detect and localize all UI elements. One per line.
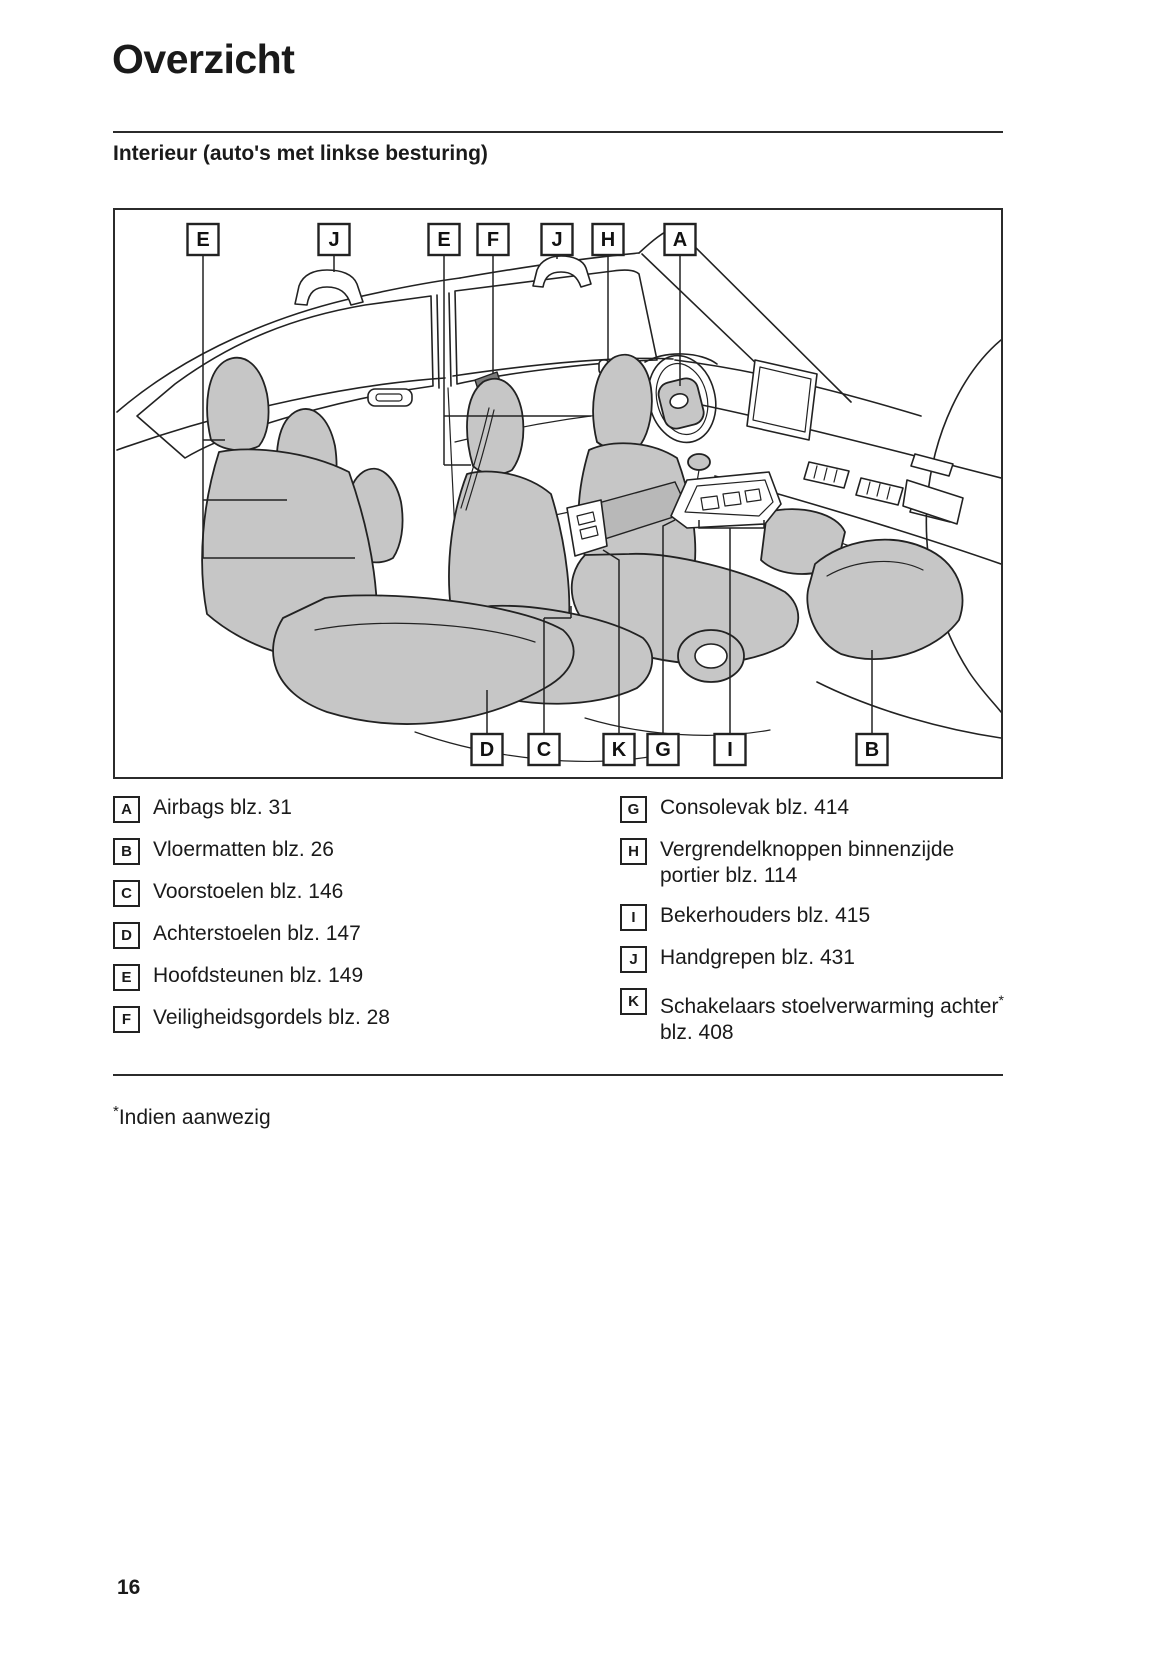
legend-item-i: I Bekerhouders blz. 415 bbox=[620, 903, 1005, 931]
interior-diagram: E J E F J H A D C K bbox=[113, 208, 1003, 779]
divider-bottom bbox=[113, 1074, 1003, 1076]
legend-item-g: G Consolevak blz. 414 bbox=[620, 795, 1005, 823]
callout-letter: F bbox=[487, 229, 499, 251]
legend-item-d: D Achterstoelen blz. 147 bbox=[113, 921, 583, 949]
legend-key-h: H bbox=[620, 838, 647, 865]
grab-handles bbox=[294, 255, 592, 306]
legend-label-e: Hoofdsteunen blz. 149 bbox=[153, 964, 364, 987]
page-title: Overzicht bbox=[112, 36, 295, 82]
air-vent bbox=[855, 477, 904, 506]
legend-item-j: J Handgrepen blz. 431 bbox=[620, 945, 1005, 973]
rear-seat-cushion bbox=[272, 594, 575, 725]
footnote-text: Indien aanwezig bbox=[118, 1106, 271, 1129]
car-interior-illustration: E J E F J H A D C K bbox=[116, 222, 1001, 767]
legend-key-f: F bbox=[113, 1006, 140, 1033]
legend-item-k: K Schakelaars stoelverwarming achter* bl… bbox=[620, 987, 1005, 1046]
callout-letter: G bbox=[655, 739, 671, 761]
callout-letter: H bbox=[601, 229, 615, 251]
bottom-callouts: D C K G I B bbox=[470, 732, 889, 767]
callout-letter: E bbox=[196, 229, 209, 251]
leader-lines bbox=[202, 255, 873, 734]
cup-holders bbox=[700, 488, 762, 511]
seat-belt-strap bbox=[460, 407, 495, 511]
legend-right-column: G Consolevak blz. 414 H Vergrendelknoppe… bbox=[620, 795, 1005, 1060]
door-pull bbox=[902, 479, 964, 525]
callout-letter: D bbox=[480, 739, 494, 761]
callout-letter: E bbox=[437, 229, 450, 251]
legend-label-h: Vergrendelknoppen binnenzijde portier bl… bbox=[660, 838, 955, 887]
front-door-outline bbox=[925, 339, 1001, 713]
callout-letter: J bbox=[551, 229, 562, 251]
legend-item-h: H Vergrendelknoppen binnenzijde portier … bbox=[620, 837, 1005, 889]
legend-label-k-text: Schakelaars stoelverwarming achter bbox=[660, 995, 999, 1018]
section-subtitle: Interieur (auto's met linkse besturing) bbox=[113, 142, 488, 165]
legend-key-b: B bbox=[113, 838, 140, 865]
legend-key-i: I bbox=[620, 904, 647, 931]
legend-item-e: E Hoofdsteunen blz. 149 bbox=[113, 963, 583, 991]
legend-key-e: E bbox=[113, 964, 140, 991]
callout-letter: J bbox=[328, 229, 339, 251]
rear-door-handle bbox=[367, 388, 413, 407]
legend-key-g: G bbox=[620, 796, 647, 823]
legend-item-c: C Voorstoelen blz. 146 bbox=[113, 879, 583, 907]
legend-label-j: Handgrepen blz. 431 bbox=[660, 946, 855, 969]
legend-label-k: Schakelaars stoelverwarming achter* blz.… bbox=[660, 987, 1004, 1046]
legend-item-b: B Vloermatten blz. 26 bbox=[113, 837, 583, 865]
legend-left-column: A Airbags blz. 31 B Vloermatten blz. 26 … bbox=[113, 795, 583, 1047]
legend-label-k-asterisk: * bbox=[998, 992, 1004, 1008]
legend-key-k: K bbox=[620, 988, 647, 1015]
front-grab-handle bbox=[532, 255, 592, 288]
legend-item-f: F Veiligheidsgordels blz. 28 bbox=[113, 1005, 583, 1033]
legend-label-k-line2: blz. 408 bbox=[660, 1021, 734, 1044]
footnote-asterisk: * bbox=[113, 1103, 119, 1120]
legend-label-c: Voorstoelen blz. 146 bbox=[153, 880, 344, 903]
page-number: 16 bbox=[117, 1576, 141, 1599]
floor-mat bbox=[806, 538, 964, 660]
legend-label-i: Bekerhouders blz. 415 bbox=[660, 904, 871, 927]
display-screen bbox=[746, 359, 818, 441]
divider-top bbox=[113, 131, 1003, 133]
legend-key-a: A bbox=[113, 796, 140, 823]
callout-letter: B bbox=[865, 739, 879, 761]
rear-grab-handle bbox=[294, 269, 364, 306]
legend-label-d: Achterstoelen blz. 147 bbox=[153, 922, 361, 945]
legend-key-j: J bbox=[620, 946, 647, 973]
legend-item-a: A Airbags blz. 31 bbox=[113, 795, 583, 823]
callout-letter: A bbox=[673, 229, 687, 251]
legend-label-f: Veiligheidsgordels blz. 28 bbox=[153, 1006, 390, 1029]
legend-label-a: Airbags blz. 31 bbox=[153, 796, 292, 819]
legend-label-b: Vloermatten blz. 26 bbox=[153, 838, 334, 861]
footnote: *Indien aanwezig bbox=[113, 1103, 271, 1130]
top-callouts: E J E F J H A bbox=[186, 222, 697, 257]
legend-key-d: D bbox=[113, 922, 140, 949]
callout-letter: C bbox=[537, 739, 551, 761]
gear-shifter bbox=[687, 453, 711, 471]
callout-letter: I bbox=[727, 739, 733, 761]
air-vent bbox=[803, 461, 850, 489]
rear-bench-seat bbox=[201, 356, 575, 725]
legend-label-g: Consolevak blz. 414 bbox=[660, 796, 850, 819]
rear-headrest-1 bbox=[206, 356, 270, 452]
callout-letter: K bbox=[612, 739, 627, 761]
legend-key-c: C bbox=[113, 880, 140, 907]
driver-headrest bbox=[592, 353, 653, 450]
